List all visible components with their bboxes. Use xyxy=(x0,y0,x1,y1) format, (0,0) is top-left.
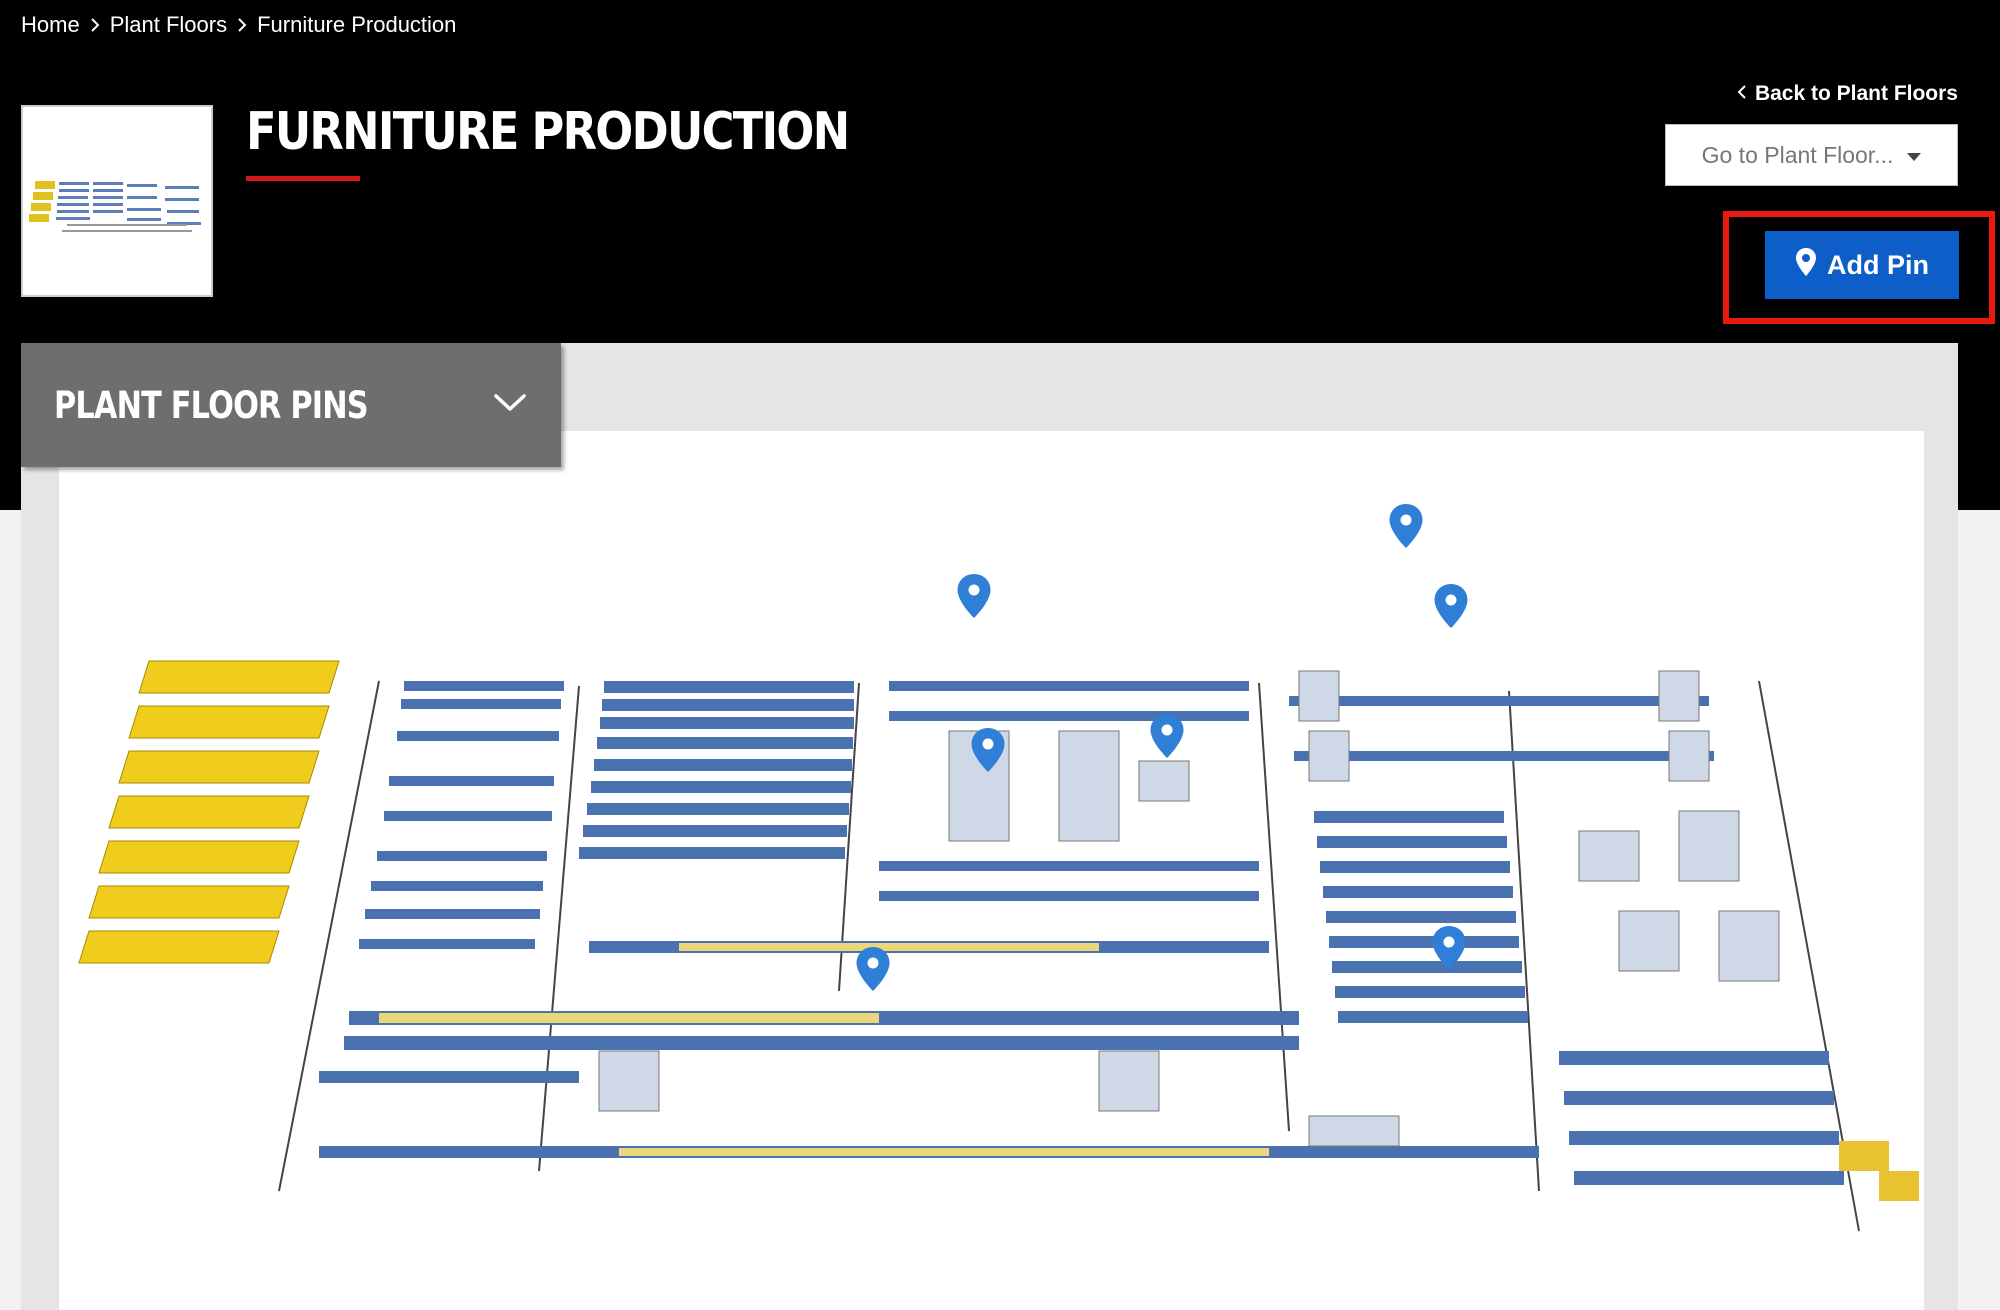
chevron-left-icon xyxy=(1737,82,1747,106)
map-pin-icon[interactable] xyxy=(855,946,891,992)
breadcrumb-current: Furniture Production xyxy=(257,12,457,37)
floorplan-drawing xyxy=(78,660,1919,1232)
map-pin-icon[interactable] xyxy=(1149,713,1185,759)
back-link-label: Back to Plant Floors xyxy=(1754,82,1958,105)
conveyors-right xyxy=(1289,696,1844,1185)
map-pin-icon[interactable] xyxy=(1431,925,1467,971)
title-underline xyxy=(246,176,360,181)
machine-cells-center xyxy=(879,681,1259,901)
breadcrumb-home[interactable]: Home xyxy=(21,12,80,37)
add-pin-button[interactable]: Add Pin xyxy=(1765,231,1959,299)
chevron-right-icon xyxy=(80,18,110,32)
map-pin-icon[interactable] xyxy=(956,573,992,619)
highlight-outline xyxy=(1723,211,1995,324)
chevron-down-icon xyxy=(493,393,527,418)
floor-thumbnail xyxy=(21,105,213,297)
yellow-rack-storage xyxy=(78,660,340,964)
conveyor-rows-left xyxy=(359,681,564,949)
pins-panel-title: PLANT FLOOR PINS xyxy=(54,383,369,427)
plant-floor-pins-toggle[interactable]: PLANT FLOOR PINS xyxy=(21,343,561,467)
caret-down-icon xyxy=(1907,152,1922,161)
go-to-plant-floor-select[interactable]: Go to Plant Floor... xyxy=(1665,124,1958,186)
map-pin-icon xyxy=(1795,247,1817,284)
page-title: FURNITURE PRODUCTION xyxy=(246,102,850,162)
chevron-right-icon xyxy=(227,18,257,32)
map-pin-icon[interactable] xyxy=(1388,503,1424,549)
map-pin-icon[interactable] xyxy=(970,727,1006,773)
plant-floor-map[interactable] xyxy=(59,431,1924,1310)
floor-thumbnail-image xyxy=(27,156,207,246)
map-pin-icon[interactable] xyxy=(1433,583,1469,629)
conveyor-rows-middle-left xyxy=(579,681,854,859)
breadcrumb-plant-floors[interactable]: Plant Floors xyxy=(109,12,228,37)
select-placeholder: Go to Plant Floor... xyxy=(1701,141,1894,168)
add-pin-label: Add Pin xyxy=(1827,249,1929,280)
back-to-plant-floors-link[interactable]: Back to Plant Floors xyxy=(1737,82,1958,106)
breadcrumb: Home Plant Floors Furniture Production xyxy=(21,10,456,40)
